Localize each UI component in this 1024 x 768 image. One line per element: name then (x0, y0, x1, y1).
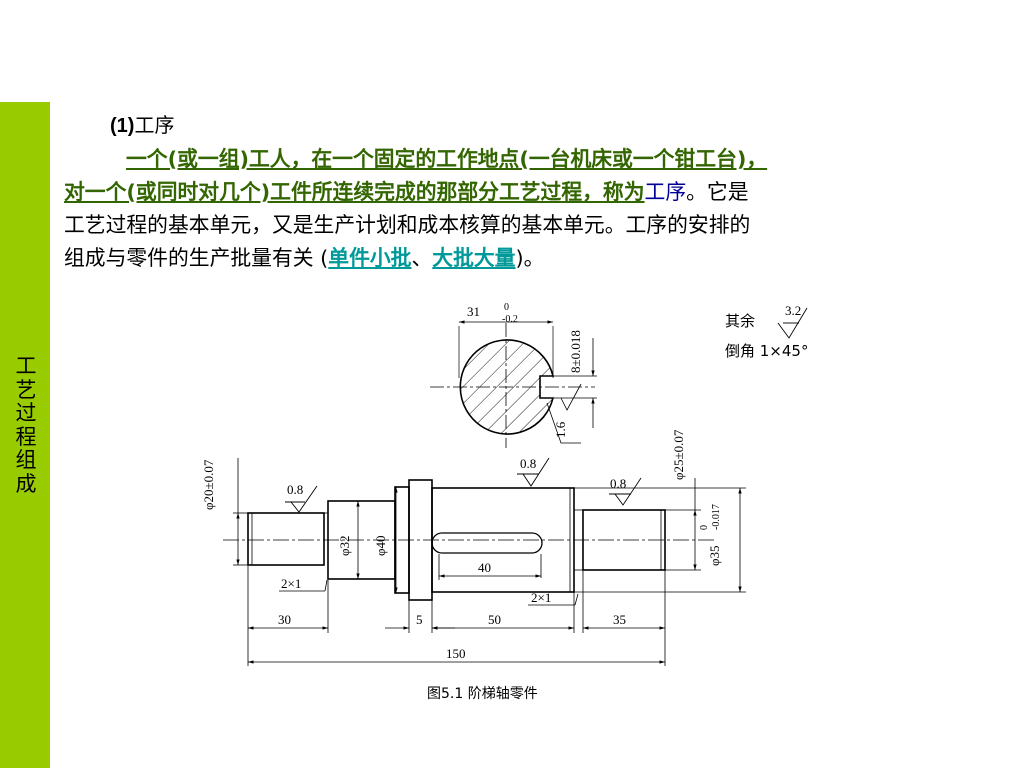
dim-len-50: 50 (488, 612, 501, 627)
heading-title: 工序 (134, 113, 175, 137)
dim-d35-tol-lower: -0.017 (711, 504, 722, 530)
dim-d25: φ25±0.07 (671, 429, 686, 480)
groove-left: 2×1 (281, 576, 301, 591)
paragraph-line-4: 组成与零件的生产批量有关 (单件小批、大批大量)。 (64, 242, 1004, 275)
note-rest: 其余 (725, 312, 755, 330)
dim-len-30: 30 (278, 612, 291, 627)
figure-caption: 图5.1 阶梯轴零件 (427, 686, 538, 702)
dim-31: 31 (467, 304, 480, 319)
line4-head: 组成与零件的生产批量有关 ( (64, 246, 329, 270)
roughness-right: 0.8 (610, 476, 626, 491)
dim-slot-8: 8±0.018 (568, 330, 583, 373)
note-chamfer: 倒角 1×45° (725, 342, 808, 360)
sidebar (0, 102, 50, 768)
roughness-symbols (285, 457, 642, 513)
link-single-batch[interactable]: 单件小批 (328, 246, 412, 270)
dim-d32: φ32 (337, 535, 352, 556)
heading-number: (1) (110, 115, 135, 137)
dim-31-tol-lower: -0.2 (502, 314, 518, 325)
dim-len-5: 5 (416, 612, 423, 627)
dim-d35: φ35 (707, 545, 722, 566)
term-process: 工序 (644, 180, 687, 204)
paragraph-line-3: 工艺过程的基本单元，又是生产计划和成本核算的基本单元。工序的安排的 (64, 213, 751, 237)
cross-section (430, 320, 597, 448)
dim-len-35: 35 (613, 612, 626, 627)
groove-right: 2×1 (531, 590, 551, 605)
line2-tail: 。它是 (686, 180, 749, 204)
line4-tail: )。 (515, 246, 545, 270)
dim-31-tol-upper: 0 (504, 302, 509, 313)
dim-d20: φ20±0.07 (201, 459, 216, 510)
length-dimensions (247, 554, 666, 666)
definition-text-1: 一个(或一组)工人，在一个固定的工作地点(一台机床或一个钳工台)， (126, 147, 768, 171)
roughness-slot: 1.6 (553, 421, 568, 438)
roughness-left: 0.8 (287, 482, 303, 497)
paragraph-line-1: 一个(或一组)工人，在一个固定的工作地点(一台机床或一个钳工台)， (64, 143, 1004, 176)
link-separator: 、 (411, 246, 433, 270)
dim-len-150: 150 (446, 646, 466, 661)
definition-text-2: 对一个(或同时对几个)工件所连续完成的那部分工艺过程，称为 (64, 180, 645, 204)
roughness-mid: 0.8 (520, 456, 536, 471)
groove-leaders (279, 579, 579, 606)
roughness-rest-value: 3.2 (785, 303, 801, 318)
dim-d40: φ40 (373, 535, 388, 556)
stepped-shaft-drawing: 31 0 -0.2 8±0.018 1.6 其余 3.2 倒角 1×45° (195, 298, 845, 708)
dim-len-40: 40 (478, 560, 491, 575)
section-heading: (1)工序 (110, 112, 174, 139)
paragraph-line-2: 对一个(或同时对几个)工件所连续完成的那部分工艺过程，称为工序。它是 (64, 176, 1004, 209)
dim-d35-tol-upper: 0 (699, 525, 710, 530)
sidebar-title: 工艺过程组成 (15, 354, 37, 496)
diameter-dimensions (233, 458, 746, 593)
roughness-rest-symbol (777, 307, 808, 339)
definition-paragraph: 一个(或一组)工人，在一个固定的工作地点(一台机床或一个钳工台)， 对一个(或同… (64, 143, 1004, 275)
link-mass-batch[interactable]: 大批大量 (432, 246, 516, 270)
